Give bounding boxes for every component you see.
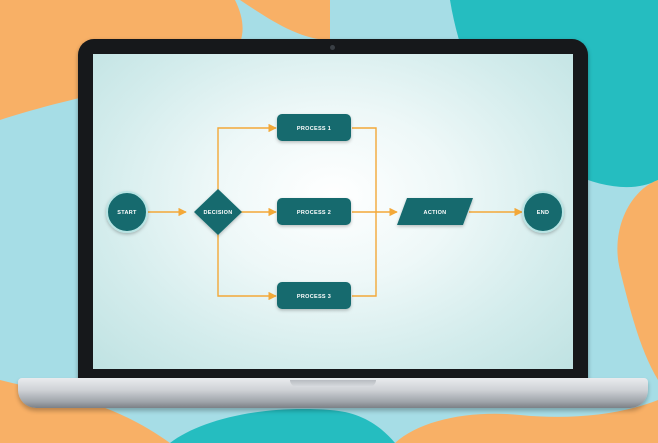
- end-node: END: [522, 191, 564, 233]
- background-orange-right: [617, 180, 658, 380]
- flowchart: START DECISION PROCESS 1 PROCESS 2 PROCE…: [106, 114, 564, 309]
- decision-diamond: [194, 189, 242, 235]
- process1-box: [277, 114, 351, 141]
- camera-icon: [330, 45, 335, 50]
- connector-decision-process1: [217, 123, 277, 193]
- action-parallelogram: [397, 198, 473, 225]
- process3-node: PROCESS 3: [277, 282, 351, 309]
- start-label: START: [117, 210, 137, 216]
- background-orange-bottom-right: [395, 400, 658, 443]
- background-teal-bottom: [170, 409, 395, 443]
- action-label: ACTION: [424, 210, 447, 216]
- connectors: [146, 123, 523, 301]
- decision-label: DECISION: [204, 210, 233, 216]
- end-label: END: [537, 210, 550, 216]
- process1-node: PROCESS 1: [277, 114, 351, 141]
- background-orange-top: [0, 0, 330, 40]
- process3-label: PROCESS 3: [297, 294, 331, 300]
- start-node: START: [106, 191, 148, 233]
- start-circle: [106, 191, 148, 233]
- connector-decision-process3: [217, 231, 277, 301]
- process2-box: [277, 198, 351, 225]
- process2-label: PROCESS 2: [297, 210, 331, 216]
- background-blue-left: [0, 120, 63, 380]
- action-node: ACTION: [397, 198, 473, 225]
- decision-node: DECISION: [194, 189, 242, 235]
- laptop-notch: [290, 380, 376, 387]
- process3-box: [277, 282, 351, 309]
- process2-node: PROCESS 2: [277, 198, 351, 225]
- end-circle: [522, 191, 564, 233]
- process1-label: PROCESS 1: [297, 126, 331, 132]
- laptop-screen: START DECISION PROCESS 1 PROCESS 2 PROCE…: [93, 54, 573, 369]
